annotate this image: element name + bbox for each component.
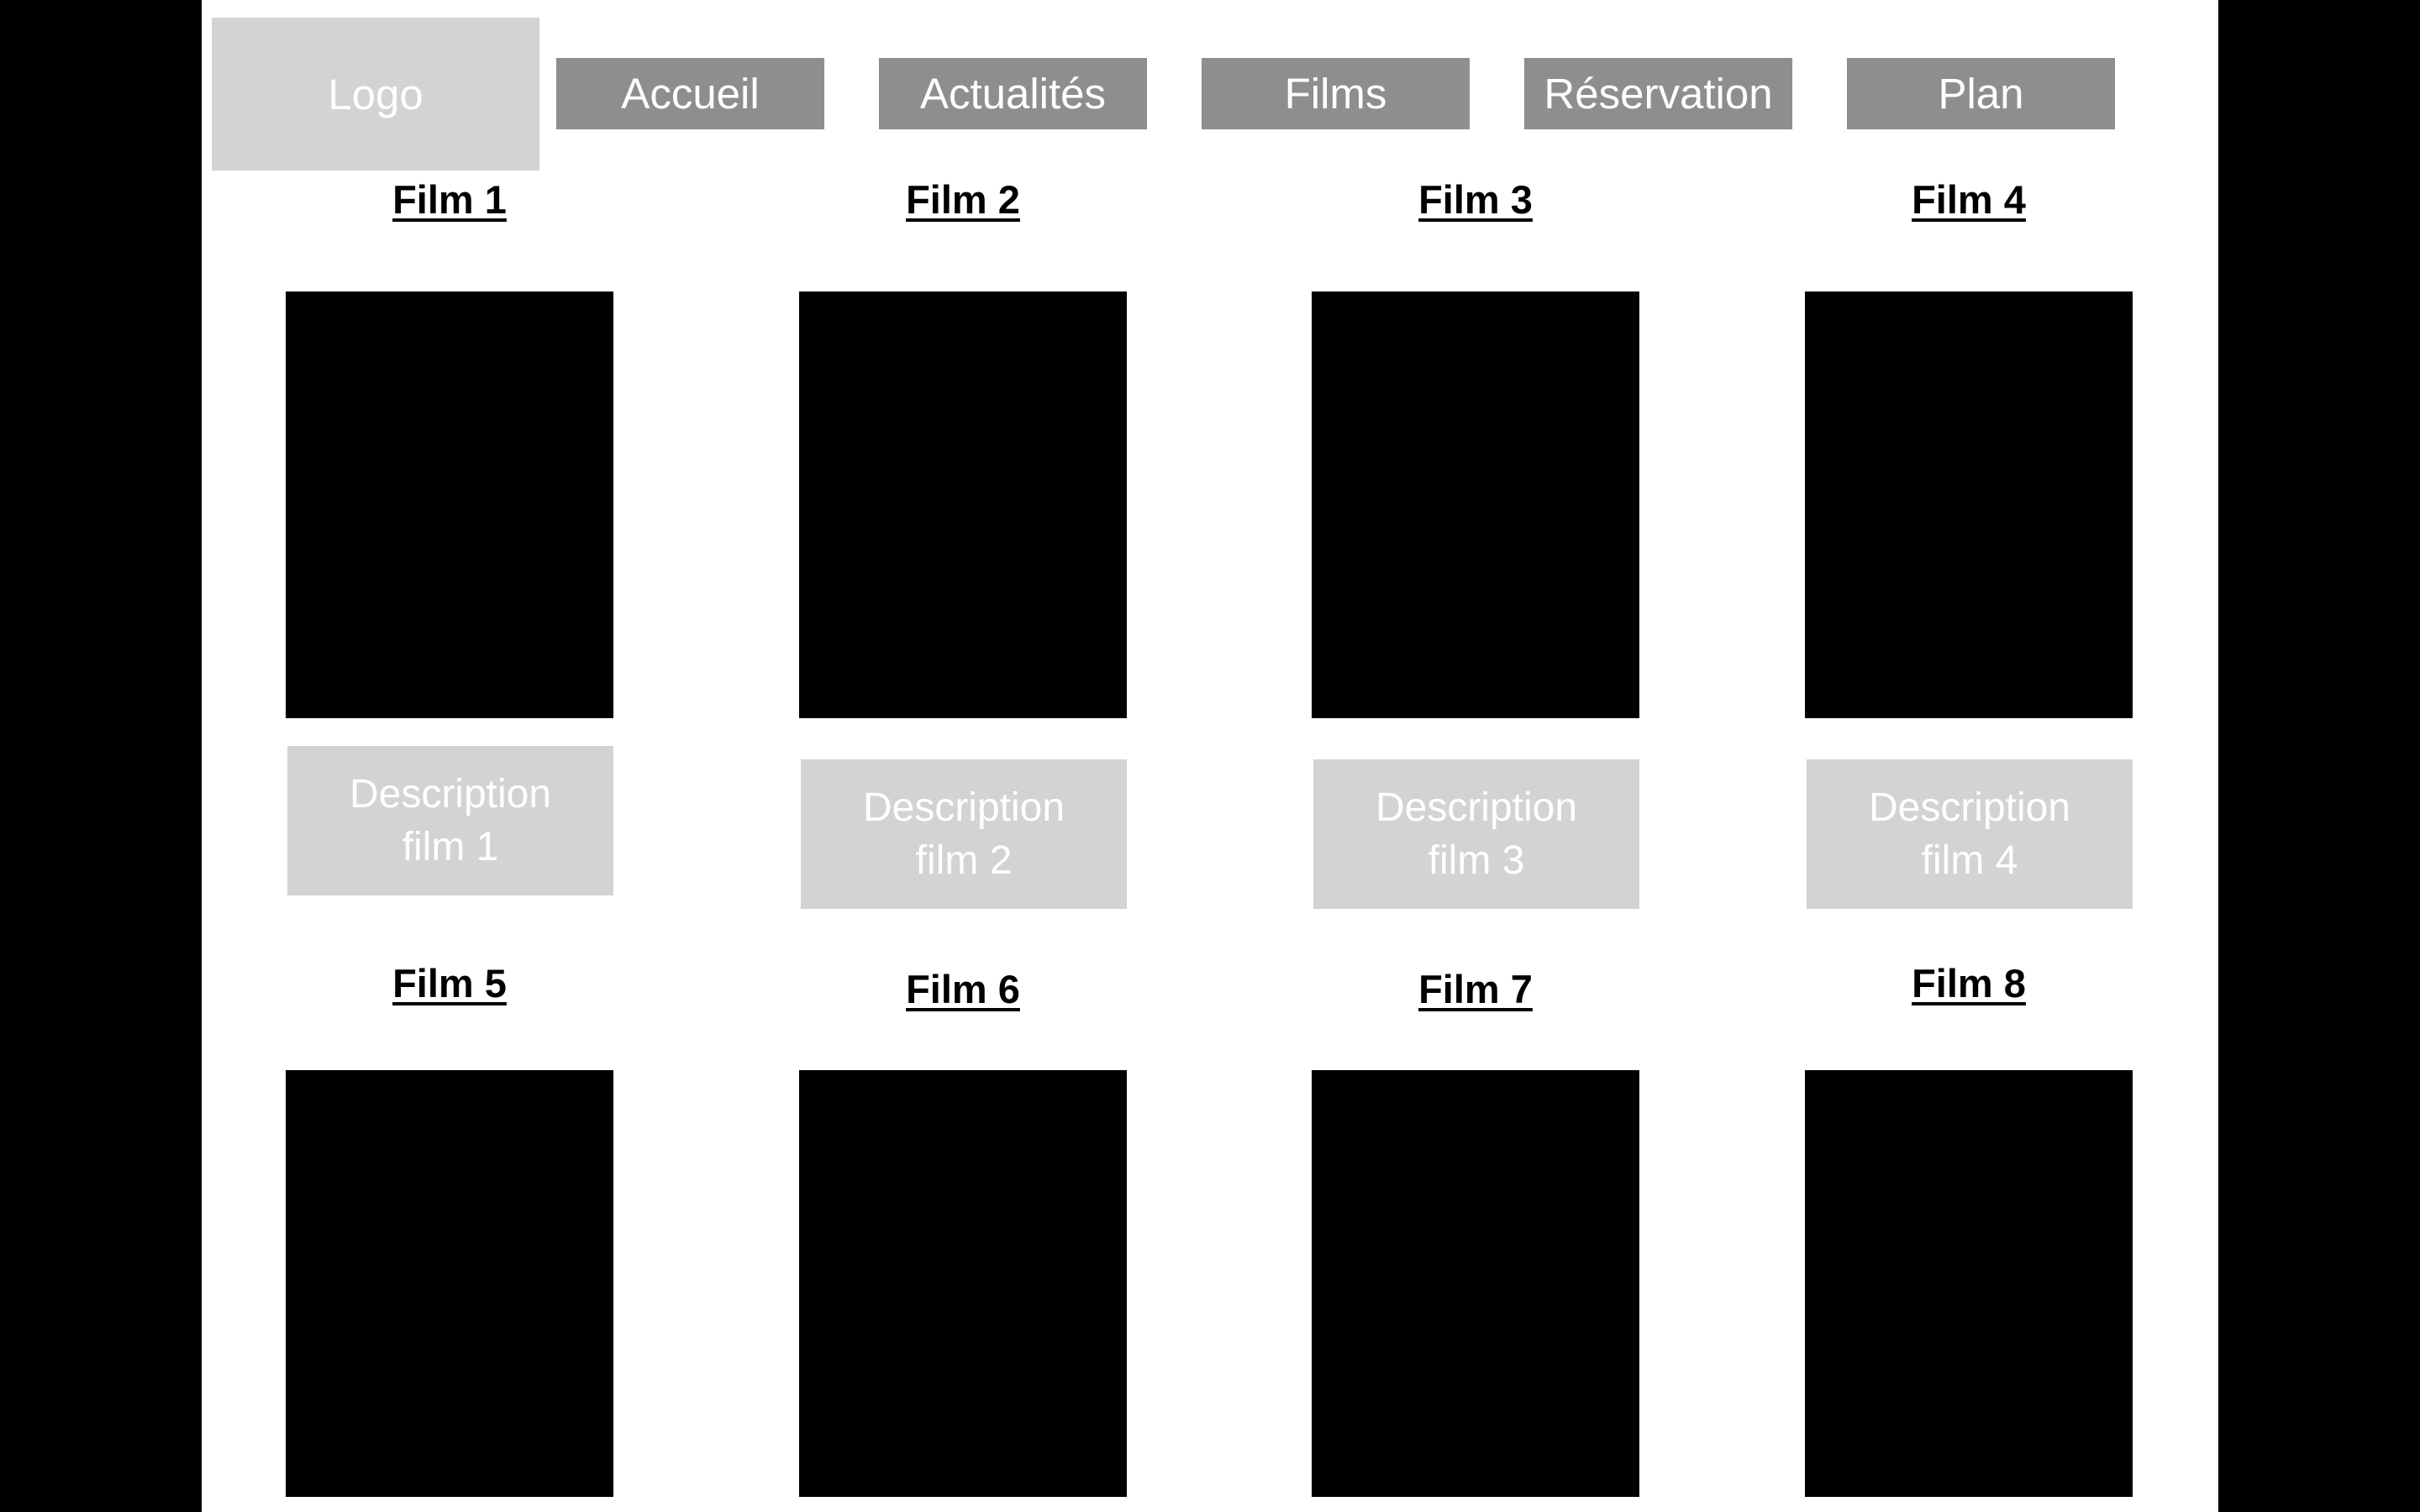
film-2-description-line-2: film 2 (915, 838, 1013, 883)
film-1-description: Description film 1 (287, 746, 613, 895)
film-7-poster[interactable] (1312, 1070, 1639, 1497)
film-4-description-line-2: film 4 (1921, 838, 2018, 883)
film-3-description-line-1: Description (1375, 785, 1578, 830)
film-3-description: Description film 3 (1313, 759, 1639, 909)
film-3-title-link[interactable]: Film 3 (1418, 177, 1533, 222)
film-3-poster[interactable] (1312, 291, 1639, 718)
film-4-description: Description film 4 (1807, 759, 2133, 909)
film-1-description-line-2: film 1 (402, 825, 499, 869)
film-3-description-line-2: film 3 (1428, 838, 1525, 883)
nav-reservation-button[interactable]: Réservation (1524, 58, 1792, 129)
nav-actualites-button[interactable]: Actualités (879, 58, 1147, 129)
logo[interactable]: Logo (212, 18, 539, 171)
film-2-description: Description film 2 (801, 759, 1127, 909)
page: Logo Accueil Actualités Films Réservatio… (202, 0, 2218, 1512)
nav-films-button[interactable]: Films (1202, 58, 1470, 129)
film-5-poster[interactable] (286, 1070, 613, 1497)
film-4-title-link[interactable]: Film 4 (1912, 177, 2026, 222)
nav-plan-button[interactable]: Plan (1847, 58, 2115, 129)
film-5-title-link[interactable]: Film 5 (392, 961, 507, 1005)
film-4-description-line-1: Description (1868, 785, 2071, 830)
film-8-poster[interactable] (1805, 1070, 2133, 1497)
film-2-description-line-1: Description (862, 785, 1065, 830)
film-4-poster[interactable] (1805, 291, 2133, 718)
film-6-poster[interactable] (799, 1070, 1127, 1497)
film-6-title-link[interactable]: Film 6 (906, 967, 1020, 1011)
film-1-title-link[interactable]: Film 1 (392, 177, 507, 222)
film-8-title-link[interactable]: Film 8 (1912, 961, 2026, 1005)
film-2-title-link[interactable]: Film 2 (906, 177, 1020, 222)
film-1-description-line-1: Description (349, 772, 552, 816)
film-7-title-link[interactable]: Film 7 (1418, 967, 1533, 1011)
nav-accueil-button[interactable]: Accueil (556, 58, 824, 129)
film-1-poster[interactable] (286, 291, 613, 718)
film-2-poster[interactable] (799, 291, 1127, 718)
